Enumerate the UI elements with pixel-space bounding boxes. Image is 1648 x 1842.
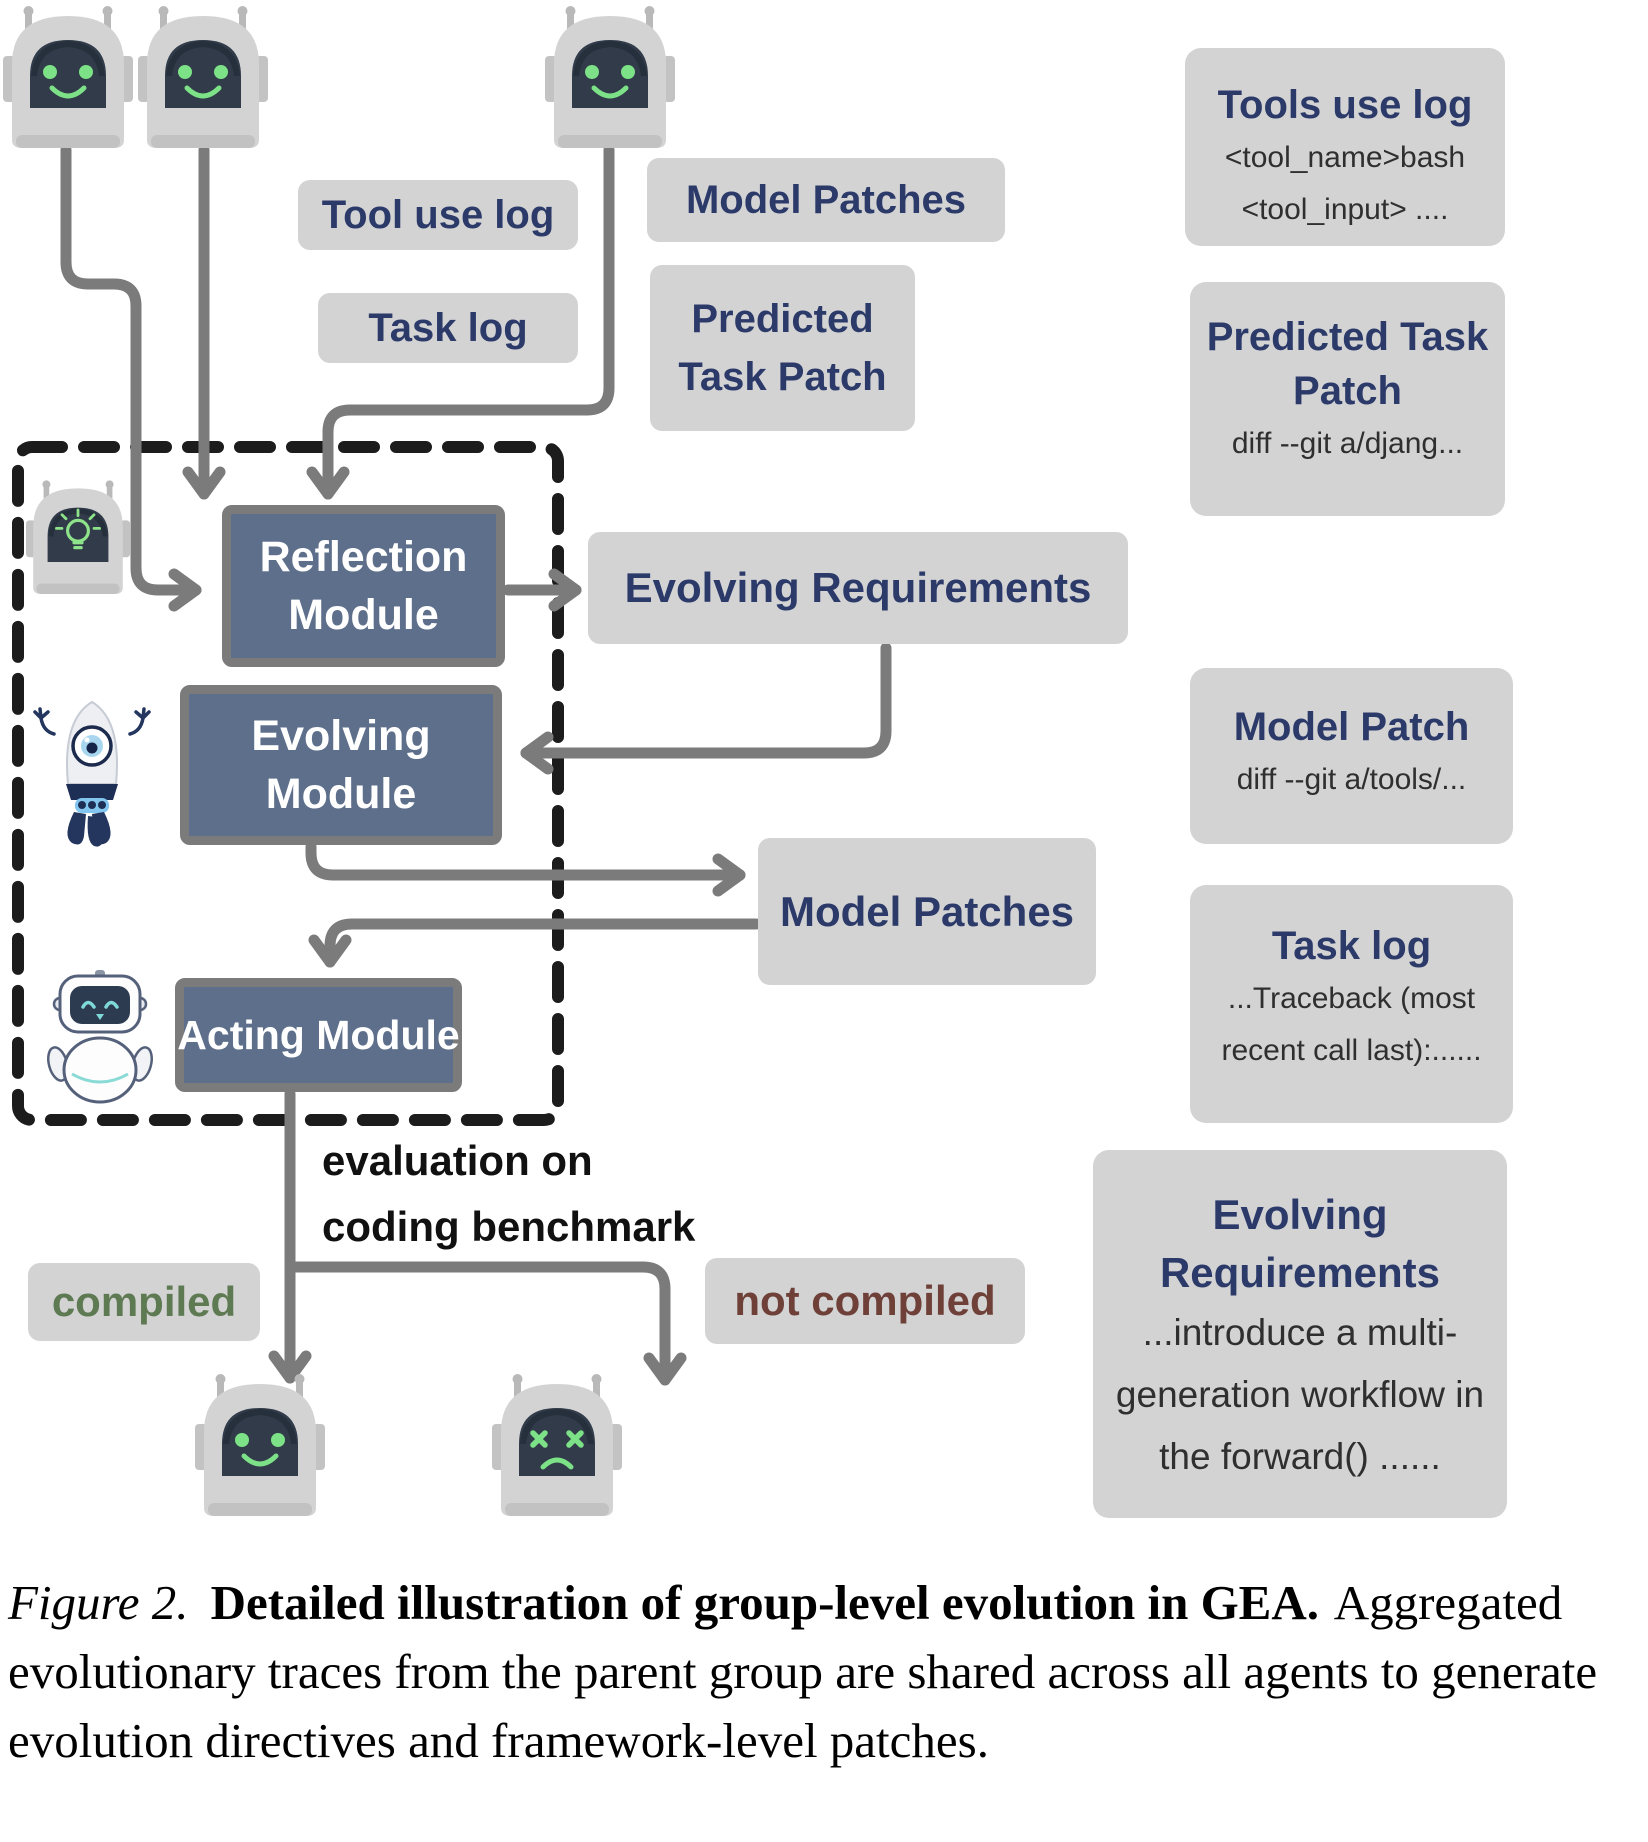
model-patches-mid-label: Model Patches [758, 838, 1096, 985]
task-log-panel: Task log ...Traceback (most recent call … [1190, 885, 1513, 1123]
compiled-text: compiled [51, 1278, 237, 1325]
requirements-to-evolving-line [520, 642, 892, 775]
tools-use-log-panel-line: <tool_input> .... [1241, 193, 1449, 226]
happy-robot-icon [545, 6, 675, 148]
task-log-panel-line: recent call last):...... [1221, 1034, 1482, 1067]
reflection-module-text: Reflection Module [259, 533, 468, 639]
evaluation-line2: coding benchmark [322, 1203, 696, 1250]
evolving-to-patches-line [305, 841, 746, 897]
evolving-requirements-panel-line: generation workflow in [1115, 1374, 1485, 1415]
tool-use-log-text: Tool use log [321, 192, 555, 237]
model-patches-mid-text: Model Patches [779, 887, 1075, 935]
not-compiled-text: not compiled [734, 1277, 996, 1324]
agent3-to-reflection-line [306, 144, 615, 500]
task-log-panel-line: ...Traceback (most [1227, 982, 1476, 1015]
caption-figure-label: Figure 2. [8, 1575, 189, 1630]
agent1-to-reflection-line [60, 144, 202, 612]
evolving-requirements-text: Evolving Requirements [624, 564, 1092, 611]
predicted-task-patch-label: Predicted Task Patch [650, 265, 915, 431]
lightbulb-robot-icon [26, 480, 130, 594]
one-eye-robot-icon [33, 700, 151, 847]
acting-module-text: Acting Module [177, 1012, 460, 1058]
predicted-task-patch-panel-line: diff --git a/djang... [1231, 427, 1464, 460]
evolving-requirements-panel-line: the forward() ...... [1159, 1436, 1441, 1477]
compiled-label: compiled [28, 1263, 260, 1341]
happy-robot-icon [138, 6, 268, 148]
predicted-task-patch-panel: Predicted Task Patch diff --git a/djang.… [1190, 282, 1505, 516]
task-log-label: Task log [318, 293, 578, 363]
tools-use-log-panel-line: <tool_name>bash [1224, 141, 1466, 174]
figure-caption: Figure 2. Detailed illustration of group-… [8, 1568, 1644, 1775]
cute-robot-icon [47, 970, 153, 1104]
model-patch-panel-title: Model Patch [1233, 705, 1470, 749]
evaluation-line1: evaluation on [322, 1137, 593, 1184]
diagram-canvas [0, 0, 892, 1560]
patches-to-acting-line [308, 918, 762, 968]
model-patch-panel: Model Patch diff --git a/tools/... [1190, 668, 1513, 844]
model-patches-top-text: Model Patches [685, 177, 967, 222]
dead-robot-icon [492, 1374, 622, 1516]
connector-lines [60, 144, 892, 1386]
predicted-task-patch-panel-title: Predicted Task Patch [1206, 315, 1489, 413]
reflection-module-box: Reflection Module [222, 505, 505, 667]
caption-body-text: Aggregated evolutionary traces from the … [8, 1575, 1598, 1768]
evaluation-annotation: evaluation on coding benchmark [322, 1128, 695, 1260]
evolving-requirements-label: Evolving Requirements [588, 532, 1128, 644]
evolving-module-text: Evolving Module [251, 712, 431, 818]
caption-bold-text: Detailed illustration of group-level evo… [210, 1575, 1320, 1630]
evolving-requirements-panel: Evolving Requirements ...introduce a mul… [1093, 1150, 1507, 1518]
acting-to-notcompiled-line [284, 1261, 687, 1386]
happy-robot-icon [3, 6, 133, 148]
not-compiled-label: not compiled [705, 1258, 1025, 1344]
evolving-requirements-panel-title: Evolving Requirements [1159, 1191, 1441, 1296]
tools-use-log-panel: Tools use log <tool_name>bash <tool_inpu… [1185, 48, 1505, 246]
model-patch-panel-line: diff --git a/tools/... [1236, 763, 1467, 796]
happy-robot-icon [195, 1374, 325, 1516]
model-patches-top-label: Model Patches [647, 158, 1005, 242]
evolving-requirements-panel-line: ...introduce a multi- [1142, 1312, 1458, 1353]
task-log-panel-title: Task log [1271, 924, 1432, 968]
acting-module-box: Acting Module [175, 978, 462, 1092]
predicted-task-patch-text: Predicted Task Patch [678, 297, 887, 399]
tool-use-log-label: Tool use log [298, 180, 578, 250]
tools-use-log-panel-title: Tools use log [1217, 83, 1473, 127]
task-log-text: Task log [368, 305, 528, 350]
evolving-module-box: Evolving Module [180, 685, 502, 845]
